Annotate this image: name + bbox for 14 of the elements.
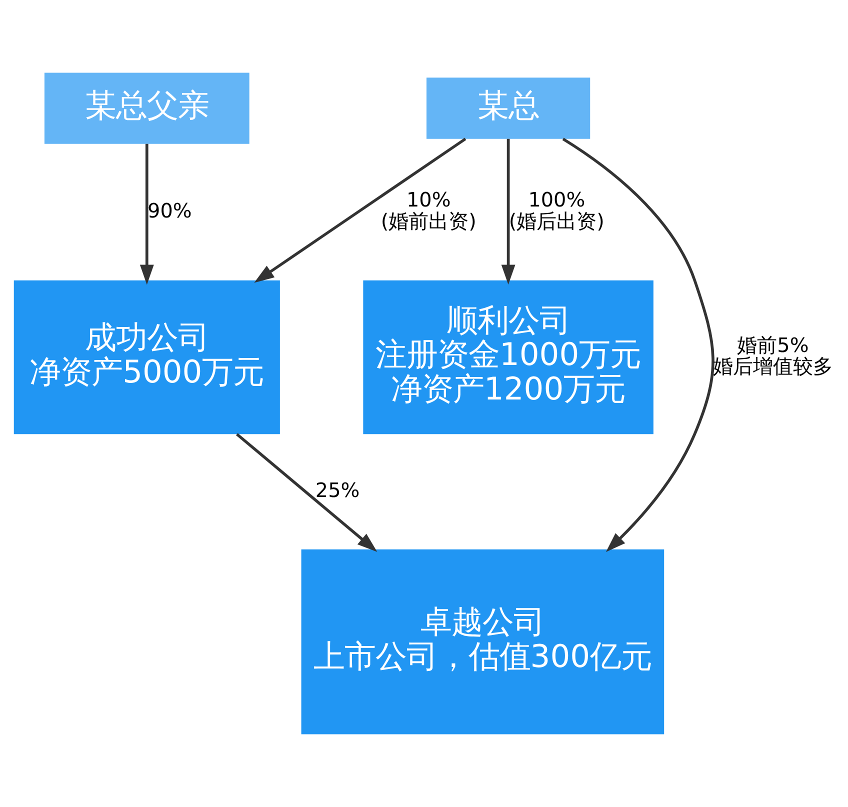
node-box: 某总: [426, 78, 590, 139]
arrow: [140, 144, 154, 285]
node-box: 卓越公司 上市公司，估值300亿元: [301, 549, 664, 734]
edge-label: 90%: [148, 199, 192, 222]
node-box: 成功公司 净资产5000万元: [14, 280, 280, 434]
arrow: [236, 433, 378, 552]
arrow: [562, 138, 714, 552]
edge-label: 100% (婚后出资): [508, 188, 604, 234]
arrow: [501, 138, 516, 285]
node-box: 某总父亲: [44, 72, 250, 144]
node-box: 顺利公司 注册资金1000万元 净资产1200万元: [363, 280, 654, 434]
edge-label: 10% (婚前出资): [380, 188, 476, 234]
edge-label: 25%: [315, 478, 360, 502]
arrow: [254, 138, 466, 283]
